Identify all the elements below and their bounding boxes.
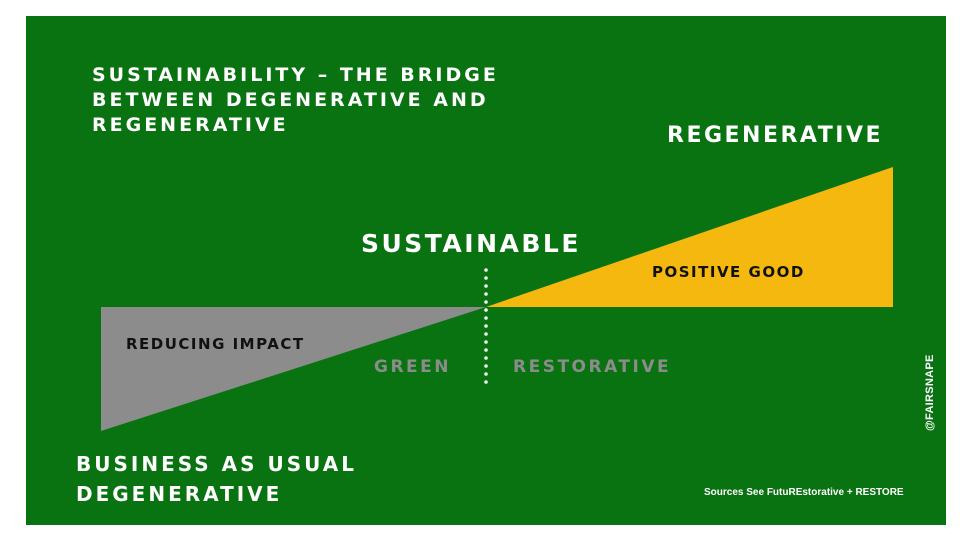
reducing-impact-label: REDUCING IMPACT [126,335,305,353]
business-as-usual-label: BUSINESS AS USUAL DEGENERATIVE [76,452,357,506]
sustainable-label: SUSTAINABLE [361,229,581,258]
sources-note: Sources See FutuREstorative + RESTORE [704,487,904,498]
author-handle: @FAIRSNAPE [924,354,936,431]
degenerative-wedge [101,307,486,431]
positive-good-label: POSITIVE GOOD [652,263,805,281]
regenerative-wedge [486,167,893,307]
restorative-label: RESTORATIVE [513,357,672,377]
green-label: GREEN [374,357,451,377]
slide-title: SUSTAINABILITY – THE BRIDGE BETWEEN DEGE… [92,64,499,136]
regenerative-label: REGENERATIVE [667,123,884,148]
